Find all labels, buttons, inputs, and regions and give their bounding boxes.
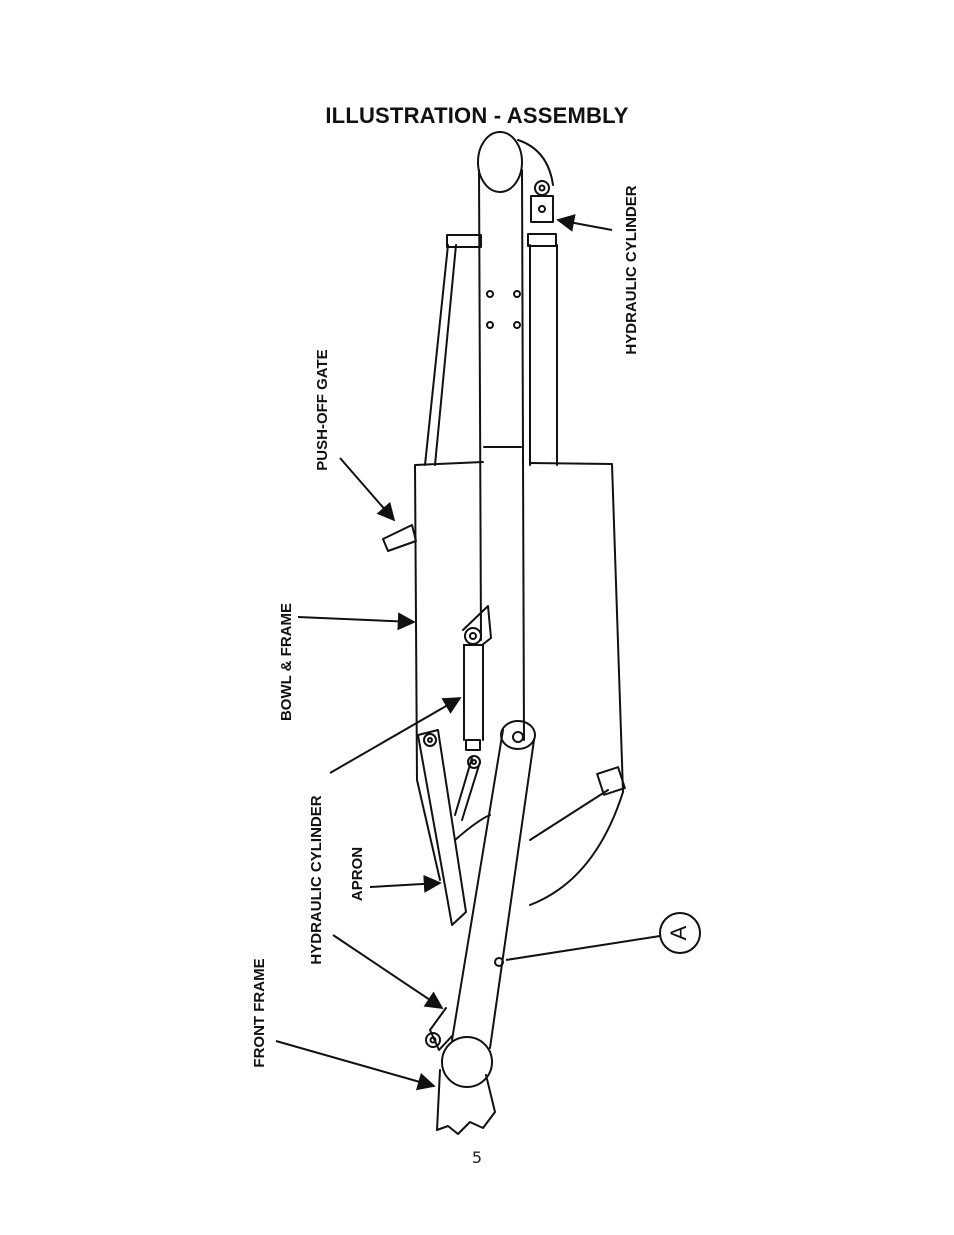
push-off-gate-handle xyxy=(382,524,417,552)
top-cylinder-arc xyxy=(517,139,554,186)
bowl-bottom-curve xyxy=(529,791,624,906)
callout-a-hole xyxy=(494,957,504,967)
top-cylinder-body xyxy=(530,195,554,223)
link-arm-lower xyxy=(461,761,481,821)
beam-bolt xyxy=(486,321,494,329)
main-beam-left-edge xyxy=(478,169,482,641)
gate-rod-left xyxy=(424,244,449,466)
gate-rod-right xyxy=(434,244,457,466)
link-arm-pin xyxy=(467,755,481,769)
main-beam-right-edge xyxy=(521,169,525,741)
label-hydraulic-cylinder-mid: HYDRAULIC CYLINDER xyxy=(308,795,325,964)
link-arm-pin-center xyxy=(471,759,477,765)
link-arm-upper xyxy=(454,757,473,816)
arrow-front-frame xyxy=(275,1040,436,1091)
mid-cylinder-pin-center xyxy=(469,632,477,640)
callout-a-leader xyxy=(505,935,661,961)
label-push-off-gate: PUSH-OFF GATE xyxy=(314,349,331,470)
callout-a-circle xyxy=(659,912,701,954)
arrow-hydraulic-cylinder-mid xyxy=(329,697,462,774)
mid-cylinder-rod-end xyxy=(465,739,481,751)
apron-pin xyxy=(423,733,437,747)
top-cylinder-pin-center xyxy=(538,184,546,192)
arrow-push-off-gate xyxy=(339,457,396,522)
beam-bolt xyxy=(513,321,521,329)
front-arm-top-cap xyxy=(500,720,536,750)
front-arm-left-edge xyxy=(451,729,504,1041)
arrow-apron xyxy=(369,874,442,893)
top-cylinder-pin xyxy=(538,205,546,213)
arrow-bowl-frame xyxy=(297,612,416,631)
lower-cylinder-pin-center xyxy=(429,1036,437,1044)
leader-arrows xyxy=(275,214,661,1091)
beam-bolt xyxy=(513,290,521,298)
label-apron: APRON xyxy=(349,847,366,901)
mid-cylinder-bracket xyxy=(462,605,492,646)
bowl-frame-outline xyxy=(414,461,624,793)
label-hydraulic-cylinder-top: HYDRAULIC CYLINDER xyxy=(623,185,640,354)
front-arm-top-pin xyxy=(512,731,524,743)
gate-top-plate xyxy=(446,234,482,248)
apron-outline xyxy=(417,729,467,926)
label-front-frame: FRONT FRAME xyxy=(251,958,268,1067)
arrow-hydraulic-cylinder-low xyxy=(332,934,444,1010)
callout-a-letter: A xyxy=(666,925,691,940)
machine-drawing xyxy=(382,131,626,1135)
lower-cylinder-pin xyxy=(425,1032,441,1048)
bowl-lower-brace xyxy=(529,789,609,841)
front-arm-pivot xyxy=(441,1036,493,1088)
label-bowl-frame: BOWL & FRAME xyxy=(278,603,295,721)
bowl-corner-block xyxy=(596,766,626,796)
front-arm-right-edge xyxy=(489,739,535,1049)
bowl-left-bottom xyxy=(416,779,441,881)
top-cylinder-pin xyxy=(534,180,550,196)
page-number: 5 xyxy=(471,1148,483,1167)
arrow-hydraulic-cylinder-top xyxy=(556,214,613,232)
mid-cylinder-pin xyxy=(464,627,482,645)
main-beam-end-cap xyxy=(477,131,523,193)
beam-bolt xyxy=(486,290,494,298)
front-frame-broken-end xyxy=(436,1069,496,1135)
page-title: ILLUSTRATION - ASSEMBLY xyxy=(325,103,629,128)
apron-pin-center xyxy=(427,737,433,743)
right-rail-top-plate xyxy=(527,233,557,247)
